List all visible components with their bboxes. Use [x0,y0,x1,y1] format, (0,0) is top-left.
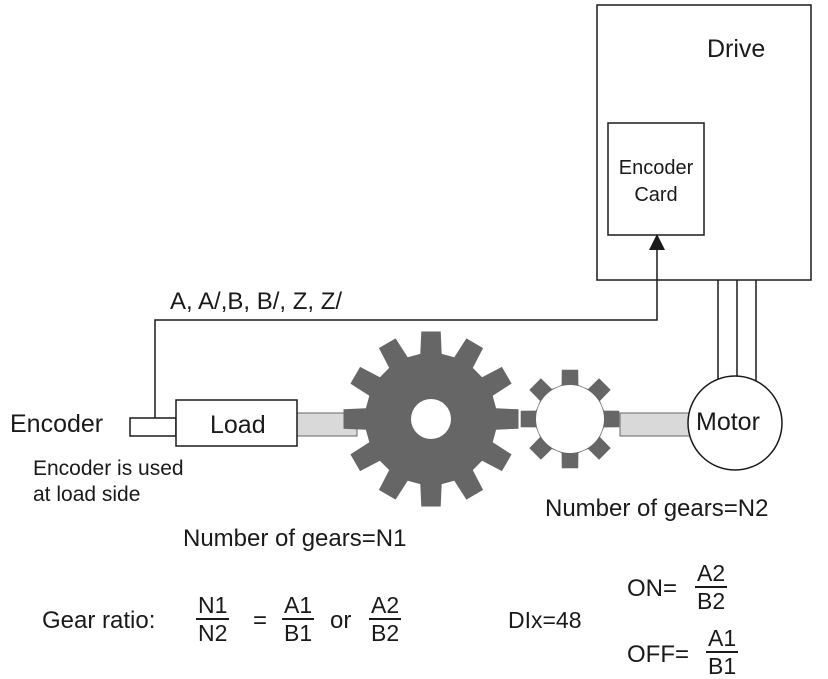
fraction-denominator: B1 [708,653,737,679]
off-label: OFF= [627,641,690,668]
gear-ratio-prefix: Gear ratio: [42,607,156,634]
fraction-denominator: B1 [284,620,313,647]
gear-hole [536,385,604,453]
fraction-numerator: A1 [706,626,739,654]
load-label: Load [210,411,266,439]
encoder-note-line1: Encoder is used [33,457,184,480]
gear-ratio-fraction-n: N1 N2 [196,593,230,647]
encoder-card-label-line2: Card [634,184,678,206]
fraction-denominator: B2 [371,620,400,647]
gear-ratio-fraction-a2: A2 B2 [369,593,402,647]
motor-label: Motor [696,408,760,436]
small-gear [520,369,620,469]
on-label: ON= [627,575,678,602]
gear-ratio-fraction-a1: A1 B1 [282,593,315,647]
signal-label: A, A/,B, B/, Z, Z/ [170,288,343,315]
off-fraction: A1 B1 [706,626,739,679]
large-gear [343,331,519,507]
gear-ratio-or: or [330,607,352,634]
gear2-label: Number of gears=N2 [545,495,769,522]
gear1-label: Number of gears=N1 [183,525,407,552]
fraction-denominator: B2 [697,588,726,615]
fraction-numerator: A2 [695,561,728,589]
fraction-numerator: A2 [369,593,402,621]
motor-circle [687,375,783,471]
on-fraction: A2 B2 [695,561,728,615]
shaft-right [619,412,697,437]
fraction-numerator: A1 [282,593,315,621]
encoder-label: Encoder [10,410,104,438]
signal-arrow-icon [649,234,665,250]
encoder-body [129,417,177,437]
fraction-numerator: N1 [196,593,230,621]
gear-ratio-equals: = [253,607,268,634]
encoder-card-label-line1: Encoder [618,157,694,179]
gear-hole [411,399,451,439]
encoder-note-line2: at load side [33,483,141,506]
load-box [175,399,298,447]
signal-wire [154,248,658,418]
fraction-denominator: N2 [198,620,228,647]
dix-label: DIx=48 [508,607,582,633]
motor-power-cables [717,280,757,388]
encoder-card-box [607,122,705,236]
drive-label: Drive [707,35,766,63]
